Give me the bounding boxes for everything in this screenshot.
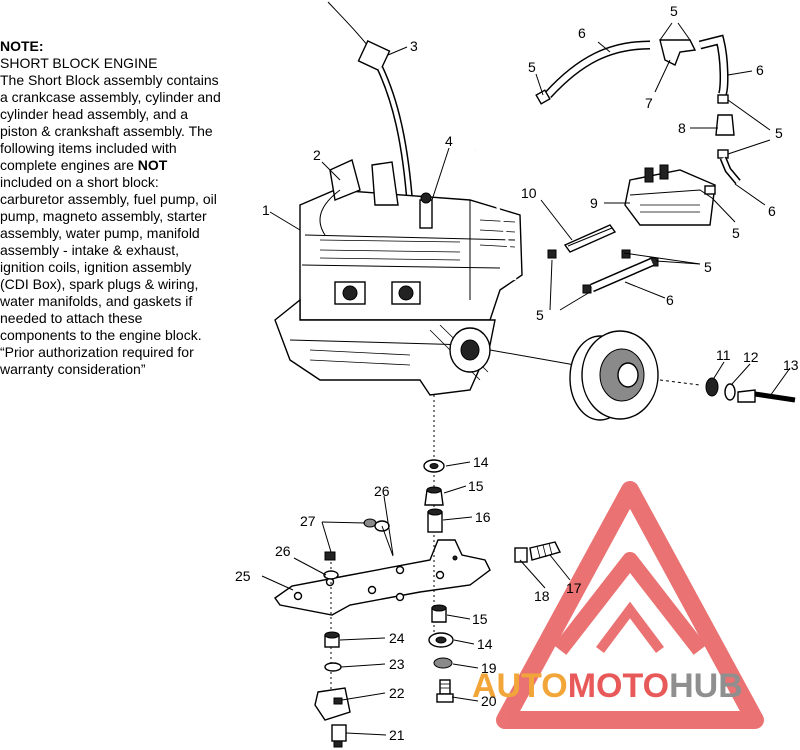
callout-6b: 6 — [756, 62, 764, 78]
drive-clutch — [569, 330, 796, 421]
callout-26a: 26 — [374, 483, 390, 499]
callout-8: 8 — [678, 120, 686, 136]
callout-20: 20 — [481, 693, 497, 709]
callout-13: 13 — [783, 357, 799, 373]
callout-5e: 5 — [704, 259, 712, 275]
callout-5d: 5 — [732, 225, 740, 241]
callout-2: 2 — [313, 147, 321, 163]
callout-14a: 14 — [473, 454, 489, 470]
callout-24: 24 — [389, 630, 405, 646]
callout-21: 21 — [389, 727, 405, 743]
left-mount-stack — [314, 518, 394, 748]
note-block: NOTE: SHORT BLOCK ENGINE The Short Block… — [0, 38, 222, 378]
leader-lines — [261, 22, 791, 736]
callout-9: 9 — [590, 195, 598, 211]
engine-mount-plate — [274, 539, 562, 616]
callout-10: 10 — [521, 185, 537, 201]
callout-5a: 5 — [670, 3, 678, 19]
callout-23: 23 — [389, 656, 405, 672]
note-subheading: SHORT BLOCK ENGINE — [0, 55, 158, 71]
callout-17: 17 — [566, 580, 582, 596]
note-heading: NOTE: — [0, 38, 44, 54]
callout-22: 22 — [389, 685, 405, 701]
callout-27: 27 — [300, 513, 316, 529]
note-body-part1: The Short Block assembly contains a cran… — [0, 72, 221, 173]
note-body: The Short Block assembly contains a cran… — [0, 72, 222, 378]
engine-short-block — [274, 149, 576, 396]
callout-4: 4 — [445, 133, 453, 149]
callout-16: 16 — [475, 509, 491, 525]
callout-6c: 6 — [768, 203, 776, 219]
note-body-bold: NOT — [137, 157, 168, 173]
callout-15b: 15 — [472, 611, 488, 627]
callout-5c: 5 — [775, 125, 783, 141]
callout-25: 25 — [235, 568, 251, 584]
callout-3: 3 — [410, 38, 418, 54]
callout-5b: 5 — [528, 59, 536, 75]
callout-14b: 14 — [477, 636, 493, 652]
callout-11: 11 — [716, 347, 731, 363]
watermark-text: AUTOMOTOHUB — [472, 667, 743, 705]
watermark-moto: MOTO — [568, 667, 669, 705]
callout-7: 7 — [645, 95, 653, 111]
callout-6d: 6 — [666, 292, 674, 308]
throttle-cable — [327, 1, 414, 206]
callout-5f: 5 — [536, 307, 544, 323]
callout-19: 19 — [481, 660, 497, 676]
watermark-hub: HUB — [669, 667, 743, 705]
callout-18: 18 — [534, 588, 550, 604]
callout-labels: 1 2 3 4 5 5 5 5 5 5 6 6 6 6 7 8 9 10 11 … — [235, 3, 799, 743]
callout-15a: 15 — [468, 478, 484, 494]
note-body-part2: included on a short block: carburetor as… — [0, 174, 217, 377]
callout-12: 12 — [743, 349, 759, 365]
center-mount-stack — [423, 395, 454, 703]
callout-26b: 26 — [275, 543, 291, 559]
watermark-logo — [496, 481, 764, 729]
callout-1: 1 — [262, 202, 270, 218]
watermark-auto: AUTO — [472, 667, 568, 705]
callout-6a: 6 — [578, 25, 586, 41]
